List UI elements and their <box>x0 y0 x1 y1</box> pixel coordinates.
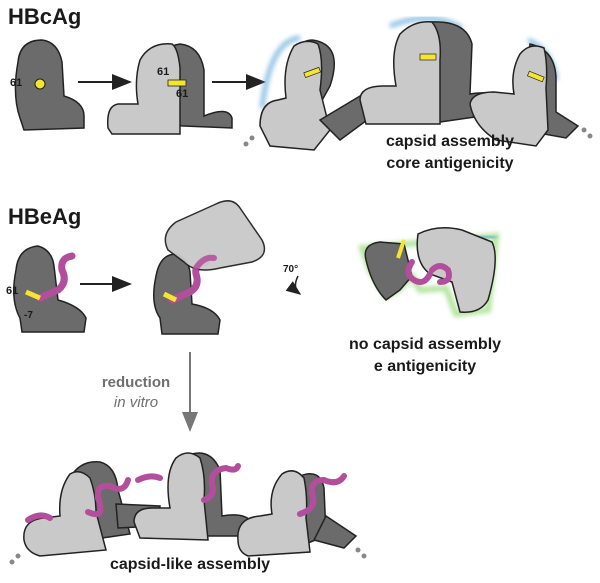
hbeag-dimer <box>153 200 266 335</box>
hbcag-monomer <box>14 39 85 131</box>
hbcag-caption-line2: core antigenicity <box>386 155 514 172</box>
residue-61-label-b: 61 <box>176 88 189 100</box>
hbcag-dimer <box>106 43 233 135</box>
reduction-italic-label: in vitro <box>113 394 159 411</box>
hbeag-monomer <box>13 245 87 333</box>
cys61-marker <box>34 78 46 90</box>
rotation-label: 70° <box>283 264 299 275</box>
residue-minus7-label: -7 <box>24 310 33 321</box>
hbcag-title: HBcAg <box>8 4 82 29</box>
residue-61-label-e: 61 <box>6 285 19 297</box>
hbeag-title: HBeAg <box>8 204 82 229</box>
hbeag-caption-line2: e antigenicity <box>373 358 477 375</box>
hbeag-rotated-dimer <box>357 227 500 318</box>
residue-61-label-a: 61 <box>157 66 170 78</box>
hbcag-caption-line1: capsid assembly <box>385 133 515 150</box>
hbcag-capsid-assembly <box>243 15 593 151</box>
capsid-like-assembly <box>9 452 367 565</box>
rotation-arrow-icon <box>285 275 302 295</box>
capsid-like-caption: capsid-like assembly <box>109 556 271 573</box>
disulfide-bond <box>167 79 187 87</box>
hbeag-caption-line1: no capsid assembly <box>348 336 502 353</box>
reduction-label: reduction <box>101 374 171 391</box>
residue-61-label: 61 <box>10 77 23 89</box>
